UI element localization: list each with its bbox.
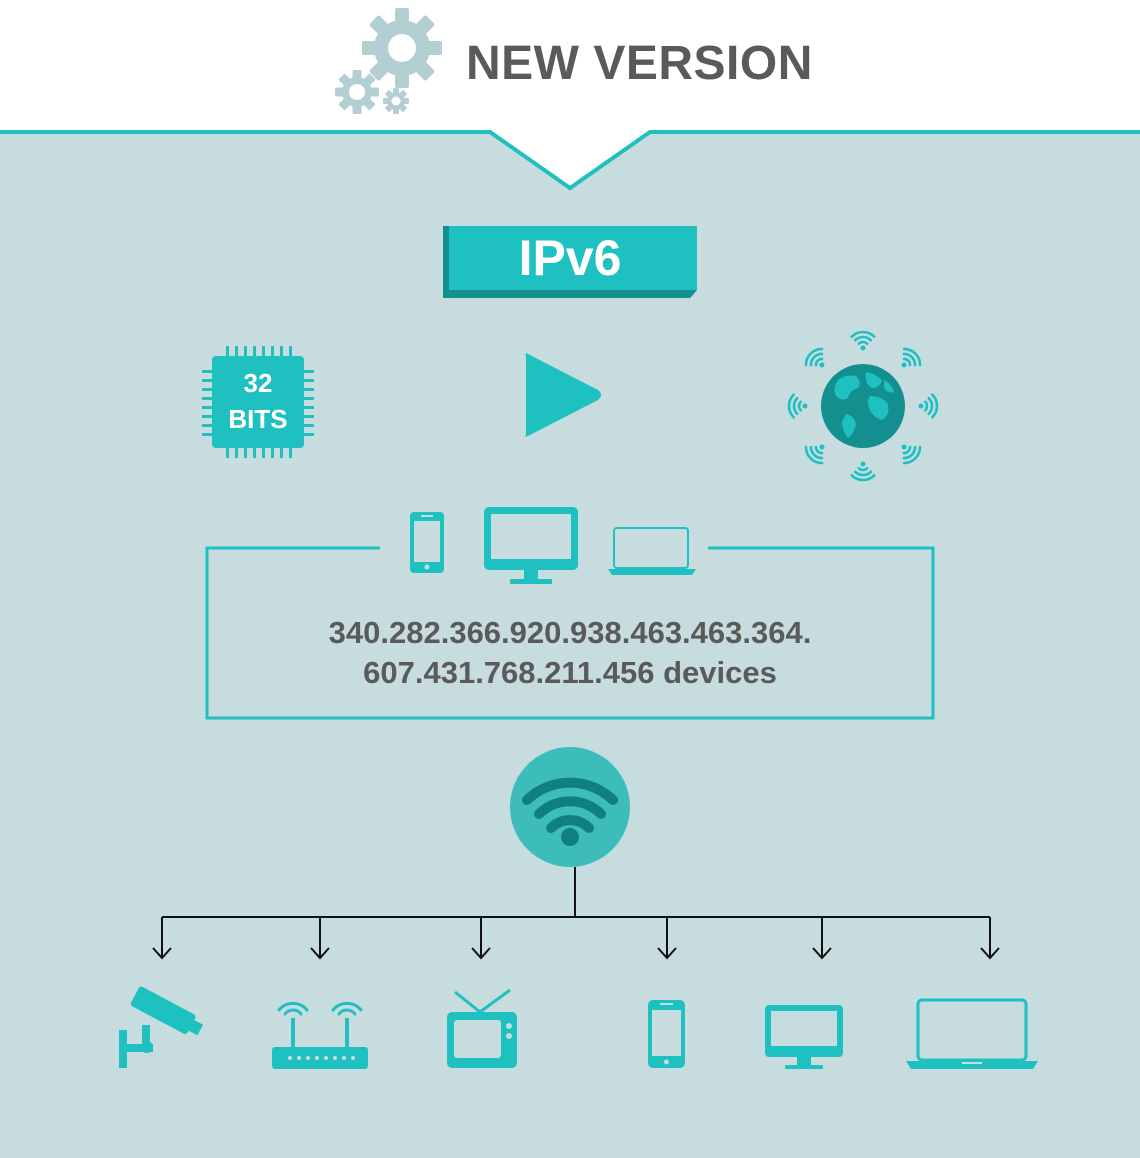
wifi-signal-icon [918, 393, 939, 419]
branch-arrow [471, 917, 491, 960]
gears-icon [335, 8, 442, 114]
play-arrow-icon [525, 353, 601, 437]
wifi-signal-icon [901, 347, 922, 368]
laptop-icon [608, 527, 696, 575]
wifi-signal-icon [850, 461, 876, 482]
wifi-icon [510, 747, 630, 867]
smartphone-icon [410, 512, 444, 573]
branch-arrow [310, 917, 330, 960]
wifi-signal-icon [804, 444, 825, 465]
chip-icon [202, 346, 314, 458]
monitor-icon [484, 507, 578, 584]
tv-icon [447, 988, 517, 1068]
branch-arrow [152, 917, 172, 960]
monitor-icon-large [765, 1005, 843, 1069]
router-icon [272, 1001, 368, 1069]
device-count-line2: 607.431.768.211.456 devices [363, 655, 777, 690]
address-space-box [205, 546, 935, 720]
branch-arrow [980, 917, 1000, 960]
page-title: NEW VERSION [466, 37, 813, 90]
wifi-signal-icon [850, 330, 876, 351]
branch-arrow [657, 917, 677, 960]
ipv6-box [443, 226, 697, 298]
device-count-line1: 340.282.366.920.938.463.463.364. [328, 615, 812, 650]
branch-arrow [812, 917, 832, 960]
globe-icon [821, 364, 905, 448]
chip-label: 32 BITS [212, 365, 304, 437]
wifi-signal-icon [787, 393, 808, 419]
header-banner [0, 0, 1140, 191]
ipv6-label: IPv6 [518, 230, 622, 286]
wifi-signal-icon [804, 347, 825, 368]
device-count: 340.282.366.920.938.463.463.364. 607.431… [208, 613, 932, 693]
laptop-icon-large [906, 998, 1038, 1069]
network-tree [152, 867, 1000, 960]
security-camera-icon [119, 986, 204, 1068]
chip-label-number: 32 [243, 368, 273, 398]
wifi-signal-ring [787, 330, 939, 482]
wifi-signal-icon [901, 444, 922, 465]
chip-label-unit: BITS [228, 404, 288, 434]
smartphone-icon-large [648, 1000, 685, 1068]
